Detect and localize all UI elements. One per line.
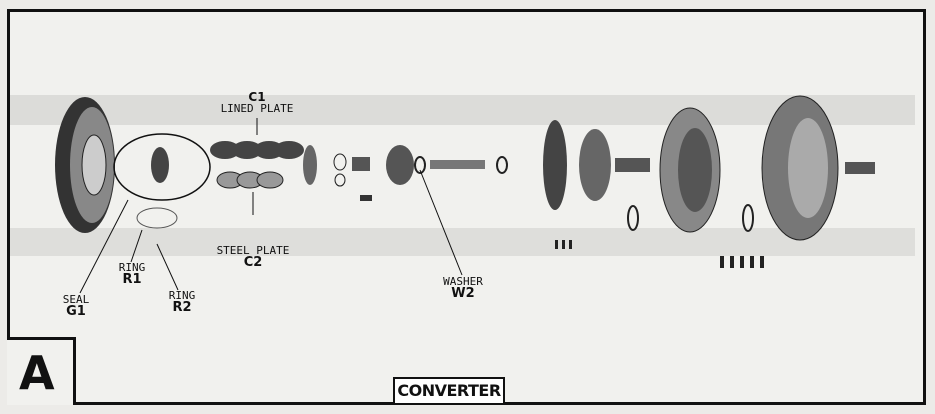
callout-washer: WASHER W2 [436,275,490,301]
callout-code: C1 [248,90,266,104]
bleed-through-band [10,95,915,125]
callout-lined-plate: C1 LINED PLATE [215,91,299,115]
callout-ring-r2: RING R2 [162,289,202,315]
callout-code: W2 [451,286,475,301]
callout-name: WASHER [443,275,483,288]
callout-ring-r1: RING R1 [112,261,152,287]
callout-code: G1 [66,304,86,319]
callout-name: LINED PLATE [220,102,294,115]
turbine-stator-parts [543,95,875,268]
diagram-title-box: CONVERTER [393,377,505,403]
seal-g1 [113,133,211,201]
callout-seal: SEAL G1 [56,293,96,319]
steel-plates-c2 [216,171,284,189]
diagram-title: CONVERTER [397,381,501,400]
callout-code: R1 [122,272,142,287]
bearing-part [151,147,169,183]
callout-code: R2 [172,300,192,315]
callout-code: C2 [243,255,263,270]
clutch-hub-parts [303,145,508,201]
section-letter: A [19,346,55,400]
section-letter-box: A [7,337,76,405]
converter-front-cover [55,97,115,233]
leader-lines [79,118,463,294]
callout-steel-plate: STEEL PLATE C2 [205,244,301,270]
lined-plates-c1 [210,141,304,159]
callout-name: STEEL PLATE [216,244,290,257]
ring-r2 [136,207,178,229]
callout-name: SEAL [62,293,90,306]
callout-name: RING [118,261,146,274]
callout-name: RING [168,289,196,302]
